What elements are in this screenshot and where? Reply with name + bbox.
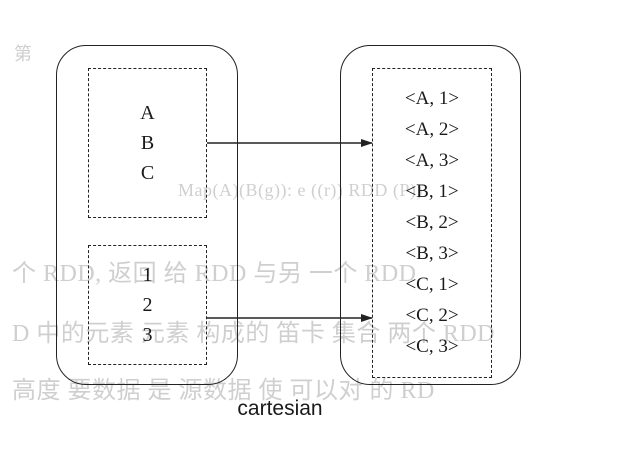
pair-item: <A, 1> [404, 87, 460, 109]
pair-item: <A, 3> [404, 149, 460, 171]
right-rdd-panel [340, 45, 521, 385]
letter-item: A [140, 102, 155, 124]
pairs-list: <A, 1> <A, 2> <A, 3> <B, 1> <B, 2> <B, 3… [405, 83, 459, 362]
pair-item: <C, 3> [405, 335, 459, 357]
letter-item: C [140, 162, 155, 184]
pair-item: <B, 2> [405, 211, 459, 233]
ghost-text-line-3: D 中的元素 元素 构成的 笛卡 集合 两个 RDD [12, 321, 496, 347]
pairs-partition: <A, 1> <A, 2> <A, 3> <B, 1> <B, 2> <B, 3… [372, 68, 492, 378]
ghost-text-line-2: 个 RDD, 返回 给 RDD 与另 一个 RDD [12, 261, 417, 287]
left-rdd-panel [56, 45, 238, 385]
letters-partition: A B C [88, 68, 207, 218]
number-item: 2 [142, 294, 153, 316]
ghost-mark: 第 [14, 44, 33, 64]
letter-item: B [140, 132, 155, 154]
operation-caption: cartesian [237, 397, 323, 420]
pair-item: <C, 1> [405, 273, 459, 295]
pair-item: <C, 2> [405, 304, 459, 326]
number-item: 1 [142, 264, 153, 286]
pair-item: <A, 2> [404, 118, 460, 140]
number-item: 3 [142, 324, 153, 346]
ghost-text-line-1: Map(A)(B(g)): e ((r)) RDD (P)) [178, 180, 423, 200]
numbers-partition: 1 2 3 [88, 245, 207, 365]
pair-item: <B, 1> [405, 180, 459, 202]
pair-item: <B, 3> [405, 242, 459, 264]
